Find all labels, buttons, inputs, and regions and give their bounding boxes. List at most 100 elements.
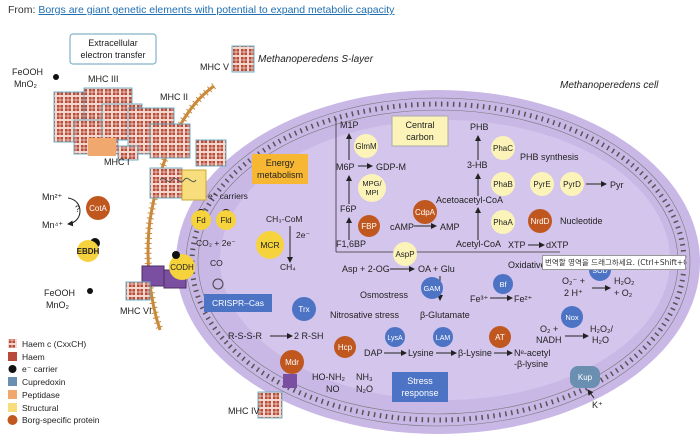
cell-label: Methanoperedens cell (560, 80, 659, 91)
legend-borg-specific: Borg-specific protein (22, 415, 100, 425)
mhc-iv-cluster (257, 391, 283, 419)
central-line2: carbon (406, 132, 434, 142)
mhc-v-cluster (231, 45, 255, 73)
legend-structural-swatch (8, 403, 17, 412)
o2m-label: O₂⁻ + (562, 276, 585, 286)
legend-cupredoxin: Cupredoxin (22, 377, 66, 387)
blysine-label: β-Lysine (458, 348, 492, 358)
crispr-box (204, 294, 272, 312)
co-label: CO (210, 258, 223, 268)
trx-label: Trx (298, 305, 309, 314)
m1p-label: M1P (340, 120, 359, 130)
phb-label: PHB (470, 122, 489, 132)
nacetyl-line1: Nᵉ-acetyl (514, 348, 550, 358)
kup-label: Kup (578, 373, 593, 382)
two-e-label: 2e⁻ (296, 230, 310, 240)
mhc-i-label: MHC I (104, 157, 130, 167)
mcr-label: MCR (260, 240, 279, 250)
at-protein (489, 326, 511, 348)
source-prefix: From: (8, 4, 39, 16)
fbp-protein (358, 215, 380, 237)
acetyl-label: Acetyl-CoA (456, 239, 501, 249)
mhc-ii-label: MHC II (160, 92, 188, 102)
mdr-label: Mdr (285, 358, 299, 367)
codh-label: CODH (170, 263, 194, 272)
phab-protein (491, 172, 515, 196)
energy-box (252, 154, 308, 184)
fe3-label: Fe³⁺ (470, 294, 489, 304)
pyrd-label: PyrD (563, 180, 581, 189)
central-line1: Central (405, 120, 434, 130)
mhc-ii-cluster (127, 107, 191, 159)
s-layer (146, 84, 215, 331)
legend: Haem c (CxxCH) Haem e⁻ carrier Cupredoxi… (7, 339, 100, 425)
codh-haem (172, 251, 180, 259)
nitro-label: Nitrosative stress (330, 310, 400, 320)
stress-line2: response (401, 388, 438, 398)
e-carrier-dot-top (53, 74, 59, 80)
trx-protein (292, 297, 316, 321)
s-layer-label: Methanoperedens S-layer (258, 54, 374, 65)
phac-label: PhaC (493, 144, 513, 153)
phac-protein (491, 136, 515, 160)
energy-line1: Energy (266, 158, 295, 168)
glmm-protein (354, 134, 378, 158)
mhc-iv-label: MHC IV (228, 406, 260, 416)
ch4-label: CH₄ (280, 262, 296, 272)
legend-e-carrier-swatch (8, 365, 17, 373)
mn2-label: Mn²⁺ (42, 192, 62, 202)
aspp-protein (393, 242, 417, 266)
kup-protein (570, 366, 600, 388)
dap-label: DAP (364, 348, 383, 358)
honh2-label: HO-NH₂ (312, 372, 345, 382)
f16bp-label: F1,6BP (336, 239, 366, 249)
legend-borg-swatch (7, 415, 18, 425)
legend-haem-swatch (8, 352, 17, 361)
lysa-label: LysA (387, 335, 403, 342)
kplus-label: K⁺ (592, 400, 603, 410)
hcp-label: Hcp (338, 343, 353, 352)
phab-label: PhaB (493, 180, 513, 189)
pyr-label: Pyr (610, 180, 624, 190)
stress-response-box (392, 372, 448, 402)
ebdh-protein (77, 240, 99, 262)
twoh-label: 2 H⁺ (564, 288, 583, 298)
fld-label: Fld (220, 216, 231, 225)
o2nadh-line2: NADH (536, 335, 562, 345)
legend-haem-c: Haem c (CxxCH) (22, 339, 86, 349)
legend-e-carrier: e⁻ carrier (22, 364, 58, 374)
stress-line1: Stress (407, 376, 433, 386)
three-hb-label: 3-HB (467, 160, 488, 170)
h2o2-label: H₂O₂ (614, 276, 635, 286)
fe2-label: Fe²⁺ (514, 294, 533, 304)
membrane-complex-upper (149, 139, 227, 201)
mhc-vi-label: MHC VI (120, 306, 152, 316)
codh-protein (169, 254, 195, 280)
rsssr-label: R-S-S-R (228, 331, 262, 341)
central-carbon-box (391, 115, 449, 147)
legend-cupredoxin-swatch (8, 377, 17, 386)
nrdd-protein (528, 209, 552, 233)
mn4-label: Mn⁴⁺ (42, 220, 63, 230)
dxtp-label: dXTP (546, 240, 569, 250)
legend-peptidase: Peptidase (22, 390, 60, 400)
gdpm-label: GDP-M (376, 162, 406, 172)
crispr-label: CRISPR–Cas (212, 298, 264, 308)
extracellular-box (69, 33, 157, 65)
cdpa-protein (413, 200, 437, 224)
nox-protein (561, 306, 583, 328)
mno2-bottom: MnO₂ (46, 300, 70, 310)
n2o-label: N₂O (356, 384, 373, 394)
mhc-i-cluster (88, 138, 139, 161)
crispr-loop (212, 278, 224, 290)
mcr-protein (256, 231, 284, 259)
phaa-protein (491, 210, 515, 234)
extracellular-line1: Extracellular (88, 38, 138, 48)
feooh-top: FeOOH (12, 67, 43, 77)
question-mark: ? (75, 204, 80, 214)
m6p-label: M6P (336, 162, 355, 172)
source-article-link[interactable]: Borgs are giant genetic elements with po… (38, 4, 395, 16)
glmm-label: GlmM (355, 142, 377, 151)
nox-label: Nox (565, 313, 579, 322)
rsh-label: 2 R-SH (294, 331, 324, 341)
